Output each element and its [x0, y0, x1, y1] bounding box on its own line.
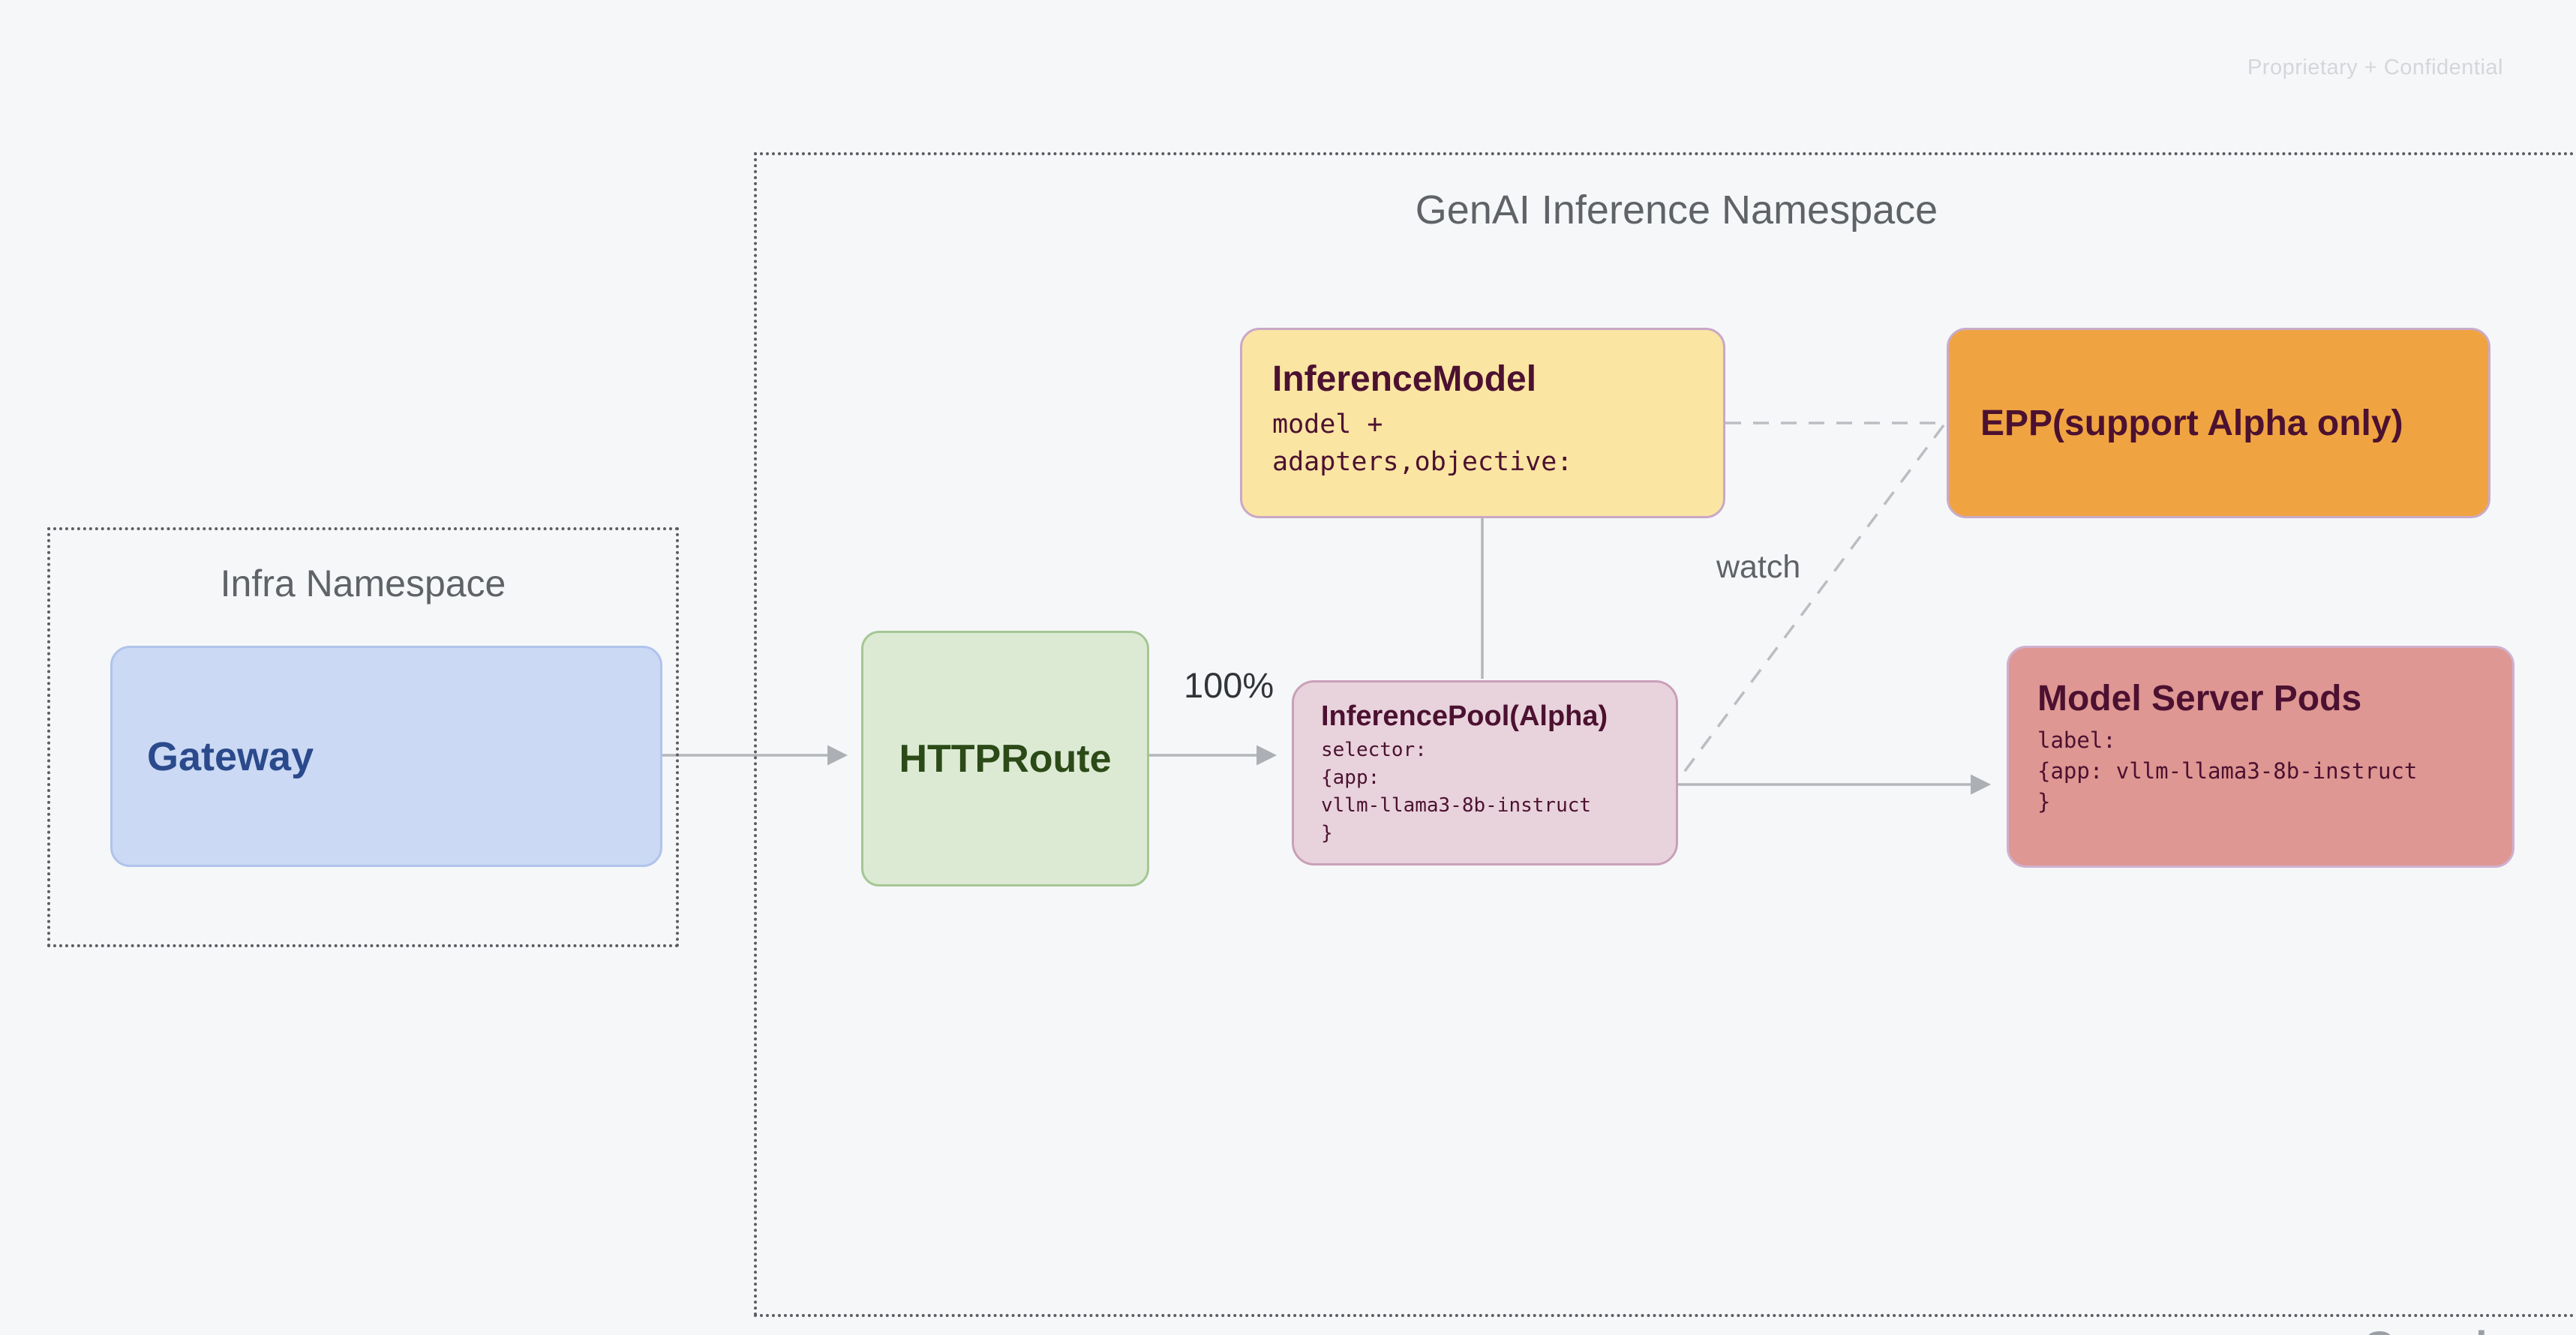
infra-namespace-group: Infra Namespace — [47, 527, 679, 947]
model-server-pods-node: Model Server Pods label: {app: vllm-llam… — [2007, 646, 2514, 868]
gateway-node-title: Gateway — [147, 734, 314, 779]
inference-pool-node: InferencePool(Alpha) selector: {app: vll… — [1292, 680, 1678, 866]
infra-namespace-title: Infra Namespace — [220, 562, 506, 604]
watch-label: watch — [1716, 549, 1801, 585]
genai-namespace-group: GenAI Inference Namespace — [754, 152, 2576, 1317]
epp-node-title: EPP(support Alpha only) — [1980, 403, 2403, 443]
model-server-pods-node-body: label: {app: vllm-llama3-8b-instruct } — [2037, 728, 2418, 814]
httproute-node: HTTPRoute — [861, 631, 1149, 886]
inference-model-node-body: model + adapters,objective: — [1272, 410, 1573, 477]
epp-node: EPP(support Alpha only) — [1947, 328, 2490, 518]
httproute-node-title: HTTPRoute — [899, 736, 1112, 781]
route-weight-label: 100% — [1184, 665, 1274, 705]
inference-model-node: InferenceModel model + adapters,objectiv… — [1240, 328, 1725, 518]
google-logo-watermark: Google — [2363, 1322, 2512, 1335]
inference-pool-node-title: InferencePool(Alpha) — [1321, 700, 1608, 732]
model-server-pods-node-title: Model Server Pods — [2037, 679, 2362, 718]
confidential-note: Proprietary + Confidential — [2247, 56, 2503, 80]
inference-pool-node-body: selector: {app: vllm-llama3-8b-instruct … — [1321, 739, 1592, 844]
genai-namespace-title: GenAI Inference Namespace — [1415, 188, 1938, 232]
gateway-node: Gateway — [110, 646, 662, 867]
inference-model-node-title: InferenceModel — [1272, 359, 1537, 399]
